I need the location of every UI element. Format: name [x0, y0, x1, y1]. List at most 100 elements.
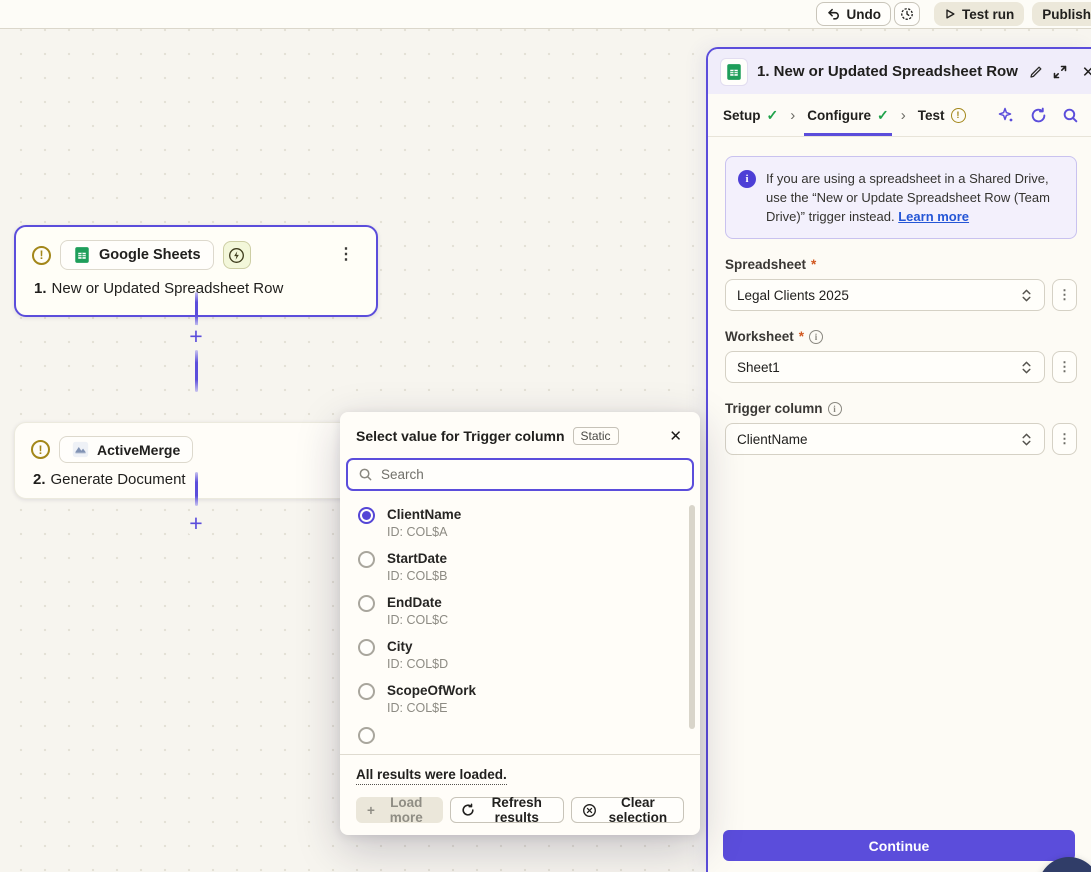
- trigger-column-select[interactable]: ClientName: [725, 423, 1045, 455]
- expand-panel-icon[interactable]: [1052, 64, 1068, 80]
- tab-chevron-icon: ›: [900, 106, 906, 124]
- panel-title: 1. New or Updated Spreadsheet Row: [757, 63, 1018, 80]
- plus-icon: +: [367, 802, 375, 818]
- step1-menu-button[interactable]: ⋮: [338, 246, 354, 263]
- tab-test[interactable]: Test !: [915, 94, 969, 136]
- connector-line: [195, 292, 198, 326]
- rename-pencil-icon[interactable]: [1029, 65, 1043, 79]
- radio[interactable]: [358, 683, 375, 700]
- refresh-icon[interactable]: [1030, 107, 1047, 124]
- required-asterisk: *: [811, 257, 817, 272]
- worksheet-label: Worksheet: [725, 329, 794, 344]
- add-step-button-1[interactable]: +: [184, 325, 208, 349]
- modal-title: Select value for Trigger column: [356, 428, 565, 444]
- top-toolbar: Undo Test run Publish: [0, 0, 1091, 29]
- close-panel-icon[interactable]: ✕: [1081, 63, 1091, 81]
- circled-x-icon: [582, 803, 597, 818]
- required-asterisk: *: [798, 329, 805, 344]
- trigger-column-options-button[interactable]: ⋮: [1052, 423, 1077, 455]
- connector-line: [195, 472, 198, 506]
- clear-selection-button[interactable]: Clear selection: [570, 795, 684, 825]
- select-updown-icon: [1020, 360, 1033, 375]
- step1-title: 1.New or Updated Spreadsheet Row: [34, 280, 284, 297]
- test-warning-icon: !: [950, 107, 966, 123]
- worksheet-value: Sheet1: [737, 359, 780, 375]
- radio[interactable]: [358, 727, 375, 744]
- modal-close-icon[interactable]: ✕: [669, 428, 682, 445]
- undo-label: Undo: [846, 6, 881, 22]
- tab-configure[interactable]: Configure ✓: [804, 94, 891, 136]
- search-icon[interactable]: [1062, 107, 1079, 124]
- radio-selected[interactable]: [358, 507, 375, 524]
- tab-chevron-icon: ›: [790, 106, 796, 124]
- load-more-button[interactable]: + Load more: [356, 795, 443, 825]
- spreadsheet-select[interactable]: Legal Clients 2025: [725, 279, 1045, 311]
- add-step-button-2[interactable]: +: [184, 512, 208, 536]
- continue-button[interactable]: Continue: [723, 830, 1075, 861]
- field-trigger-column: Trigger column i ClientName ⋮: [725, 401, 1077, 455]
- history-clock-icon: [900, 7, 914, 21]
- trigger-column-value: ClientName: [737, 431, 808, 447]
- panel-header: 1. New or Updated Spreadsheet Row ✕: [708, 49, 1091, 94]
- trigger-zap-badge: [222, 241, 251, 269]
- static-badge: Static: [572, 427, 619, 445]
- step2-app-label: ActiveMerge: [97, 441, 181, 458]
- spreadsheet-options-button[interactable]: ⋮: [1052, 279, 1077, 311]
- spreadsheet-label: Spreadsheet: [725, 257, 807, 272]
- trigger-column-info-icon: i: [827, 401, 842, 416]
- worksheet-options-button[interactable]: ⋮: [1052, 351, 1077, 383]
- step2-title: 2.Generate Document: [33, 471, 186, 488]
- ai-sparkle-icon[interactable]: [997, 106, 1015, 124]
- modal-footer: All results were loaded. + Load more Ref…: [340, 754, 700, 825]
- panel-tabs: Setup ✓ › Configure ✓ › Test !: [708, 94, 1091, 137]
- refresh-icon: [461, 803, 475, 817]
- worksheet-select[interactable]: Sheet1: [725, 351, 1045, 383]
- worksheet-info-icon: i: [809, 329, 824, 344]
- publish-button[interactable]: Publish: [1032, 2, 1091, 26]
- modal-search: [346, 458, 694, 491]
- shared-drive-infobox: i If you are using a spreadsheet in a Sh…: [725, 156, 1077, 239]
- field-worksheet: Worksheet * i Sheet1 ⋮: [725, 329, 1077, 383]
- select-updown-icon: [1020, 432, 1033, 447]
- step2-warning-icon: !: [31, 440, 50, 459]
- history-button[interactable]: [893, 2, 920, 26]
- setup-check-icon: ✓: [766, 106, 779, 123]
- option-partial[interactable]: [358, 726, 700, 744]
- select-updown-icon: [1020, 288, 1033, 303]
- radio[interactable]: [358, 639, 375, 656]
- test-run-label: Test run: [961, 6, 1015, 22]
- step2-app-badge[interactable]: ActiveMerge: [59, 436, 194, 463]
- step1-warning-icon: !: [32, 245, 51, 265]
- undo-icon: [826, 7, 840, 21]
- field-spreadsheet: Spreadsheet * Legal Clients 2025 ⋮: [725, 257, 1077, 311]
- radio[interactable]: [358, 595, 375, 612]
- test-run-button[interactable]: Test run: [933, 2, 1025, 26]
- refresh-results-button[interactable]: Refresh results: [449, 795, 564, 825]
- tab-setup[interactable]: Setup ✓: [723, 106, 779, 123]
- trigger-column-label: Trigger column: [725, 401, 823, 416]
- step1-app-badge[interactable]: Google Sheets: [60, 240, 214, 270]
- step-card-2[interactable]: ! ActiveMerge 2.Generate Document: [14, 422, 364, 499]
- list-scrollbar[interactable]: [689, 505, 695, 729]
- panel-app-icon-box: [720, 57, 748, 86]
- google-sheets-icon: [73, 246, 91, 264]
- publish-label: Publish: [1042, 6, 1091, 22]
- play-icon: [944, 8, 956, 20]
- step1-app-label: Google Sheets: [99, 247, 201, 263]
- google-sheets-icon: [727, 63, 741, 80]
- infobox-text: If you are using a spreadsheet in a Shar…: [766, 171, 1050, 224]
- results-loaded-note: All results were loaded.: [356, 767, 507, 785]
- connector-line: [195, 350, 198, 392]
- undo-button[interactable]: Undo: [816, 2, 891, 26]
- learn-more-link[interactable]: Learn more: [898, 209, 970, 224]
- info-icon: i: [738, 170, 756, 188]
- select-value-modal: Select value for Trigger column Static ✕…: [340, 412, 700, 835]
- search-input[interactable]: [381, 467, 682, 482]
- radio[interactable]: [358, 551, 375, 568]
